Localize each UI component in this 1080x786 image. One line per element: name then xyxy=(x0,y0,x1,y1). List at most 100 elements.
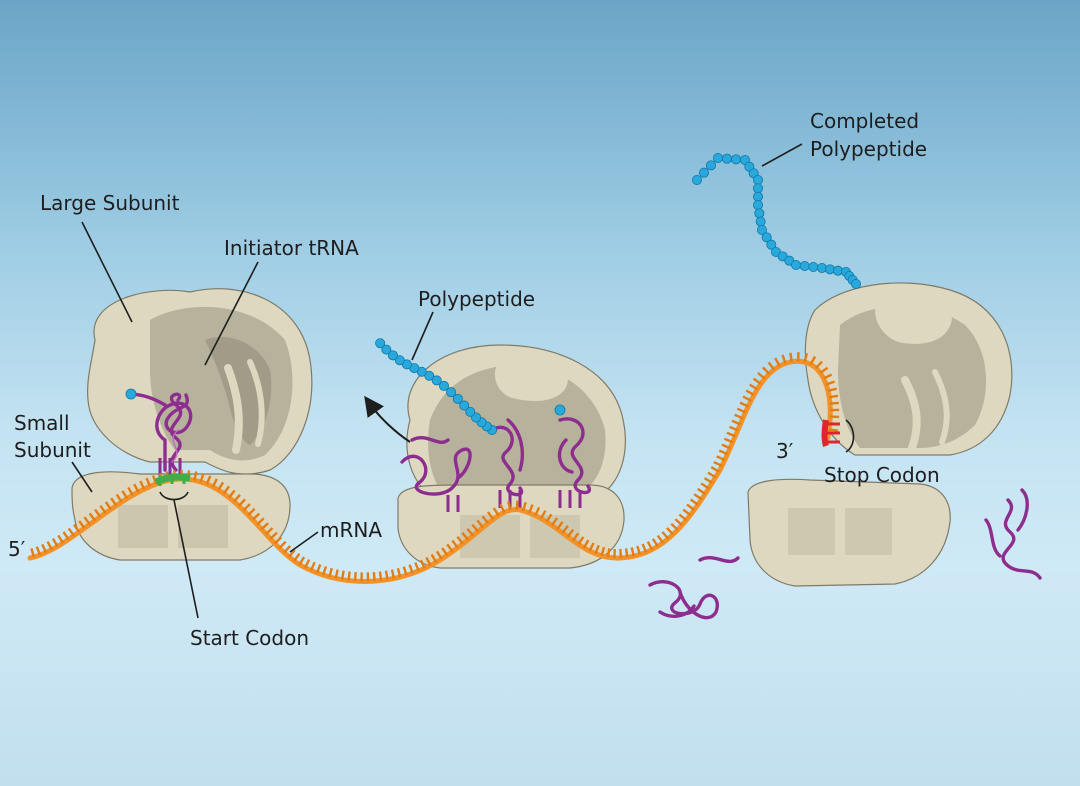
mrna-tooth xyxy=(803,353,809,363)
mrna-tooth xyxy=(446,543,454,553)
mrna-tooth xyxy=(815,360,823,369)
mrna-tooth xyxy=(456,535,464,545)
mrna-tooth xyxy=(534,506,541,517)
mrna-tooth xyxy=(441,547,449,557)
mrna-tooth xyxy=(721,443,731,450)
mrna-tooth xyxy=(309,561,316,571)
mrna-tooth xyxy=(384,570,389,580)
mrna-tooth xyxy=(127,486,134,496)
mrna-tooth xyxy=(46,541,53,551)
amino-acid-bead xyxy=(753,191,764,202)
mrna-tooth xyxy=(670,522,679,531)
amino-acid-bead xyxy=(808,261,819,272)
mrna-tooth xyxy=(57,534,65,544)
mrna-tooth xyxy=(545,513,553,523)
mrna-tooth xyxy=(572,532,580,542)
initiator-trna xyxy=(125,388,193,476)
mrna-tooth xyxy=(256,517,265,526)
mrna-tooth xyxy=(78,520,86,529)
mrna-tooth xyxy=(739,401,749,408)
amino-acid-bead xyxy=(799,260,810,271)
mrna-tooth xyxy=(293,552,301,562)
start-codon-marker xyxy=(154,473,191,501)
mrna-tooth xyxy=(582,539,590,549)
mrna-tooth xyxy=(242,503,251,512)
mrna-tooth xyxy=(682,508,692,517)
mrna-tooth xyxy=(315,564,322,574)
mrna-tooth xyxy=(624,548,629,558)
mrna-tooth xyxy=(678,513,688,522)
mrna-tooth xyxy=(757,371,766,380)
mrna-tooth xyxy=(577,536,585,546)
mrna-tooth xyxy=(707,471,717,479)
mrna-tooth xyxy=(41,543,48,554)
mrna-tooth xyxy=(260,522,269,531)
amino-acid-bead xyxy=(722,153,733,164)
amino-acid-bead xyxy=(753,183,764,194)
mrna-tooth xyxy=(347,571,351,581)
mrna-tooth xyxy=(674,518,683,527)
mrna-tooth xyxy=(425,556,432,566)
mrna-tooth xyxy=(193,471,198,481)
mrna-tooth xyxy=(67,527,75,537)
amino-acid-bead xyxy=(381,344,392,355)
amino-acid-bead xyxy=(766,239,777,250)
mrna-tooth xyxy=(827,387,837,392)
amino-acid-bead xyxy=(753,174,764,185)
amino-acid-bead xyxy=(757,224,768,235)
mrna-tooth xyxy=(466,527,474,537)
mrna-tooth xyxy=(139,480,146,490)
mrna-tooth xyxy=(145,477,152,487)
mrna-tooth xyxy=(539,510,547,520)
mrna-tooth xyxy=(762,366,771,375)
ribosome-initiation xyxy=(71,288,313,561)
label-small-subunit-line1: Small xyxy=(14,411,70,435)
leader-mrna xyxy=(289,531,319,553)
mrna-tooth xyxy=(713,460,723,468)
mrna-tooth xyxy=(121,490,129,500)
mrna-tooth xyxy=(133,483,140,493)
mrna-tooth xyxy=(408,564,414,574)
amino-acid-bead xyxy=(465,406,476,417)
mrna-tooth xyxy=(630,547,635,557)
mrna-tooth xyxy=(723,437,734,444)
mrna-tooth xyxy=(396,567,402,578)
mrna-tooth xyxy=(99,505,107,514)
mrna-tooth xyxy=(228,489,236,499)
mrna-tooth xyxy=(823,373,833,380)
amino-acid-bead xyxy=(851,278,862,289)
mrna-tooth xyxy=(588,542,595,552)
amino-acid-bead xyxy=(387,350,398,361)
label-stop-codon: Stop Codon xyxy=(824,463,940,487)
leader-initiator-trna xyxy=(204,261,259,366)
mrna-tooth xyxy=(390,569,396,579)
polypeptide-growing xyxy=(375,338,497,435)
mrna-tooth xyxy=(238,498,246,507)
mrna-tooth xyxy=(205,475,212,485)
amino-acid-bead xyxy=(761,232,772,243)
label-polypeptide: Polypeptide xyxy=(418,287,535,311)
amino-acid-bead xyxy=(713,152,724,163)
mrna-tooth xyxy=(476,519,484,529)
mrna-tooth xyxy=(322,566,328,576)
amino-acid-bead xyxy=(791,259,802,270)
exit-arrow xyxy=(364,395,411,443)
label-start-codon: Start Codon xyxy=(190,626,309,650)
mrna-tooth xyxy=(556,521,564,530)
mrna-tooth xyxy=(486,511,495,521)
mrna-tooth xyxy=(340,570,345,580)
mrna-tooth xyxy=(62,531,70,541)
mrna-tooth xyxy=(566,528,575,538)
large-subunit-1 xyxy=(87,288,313,475)
amino-acid-bead xyxy=(754,208,765,219)
leader-large-subunit xyxy=(81,221,133,323)
mrna-tooth xyxy=(115,493,123,503)
mrna-tooth xyxy=(594,544,600,555)
amino-acid-bead xyxy=(731,154,742,165)
ribosome-termination xyxy=(747,282,1013,587)
amino-acid-bead xyxy=(699,167,710,178)
free-trna-1 xyxy=(648,556,740,620)
mrna-tooth xyxy=(419,559,426,569)
mrna-tooth xyxy=(30,548,36,558)
polypeptide-completed xyxy=(692,152,862,289)
